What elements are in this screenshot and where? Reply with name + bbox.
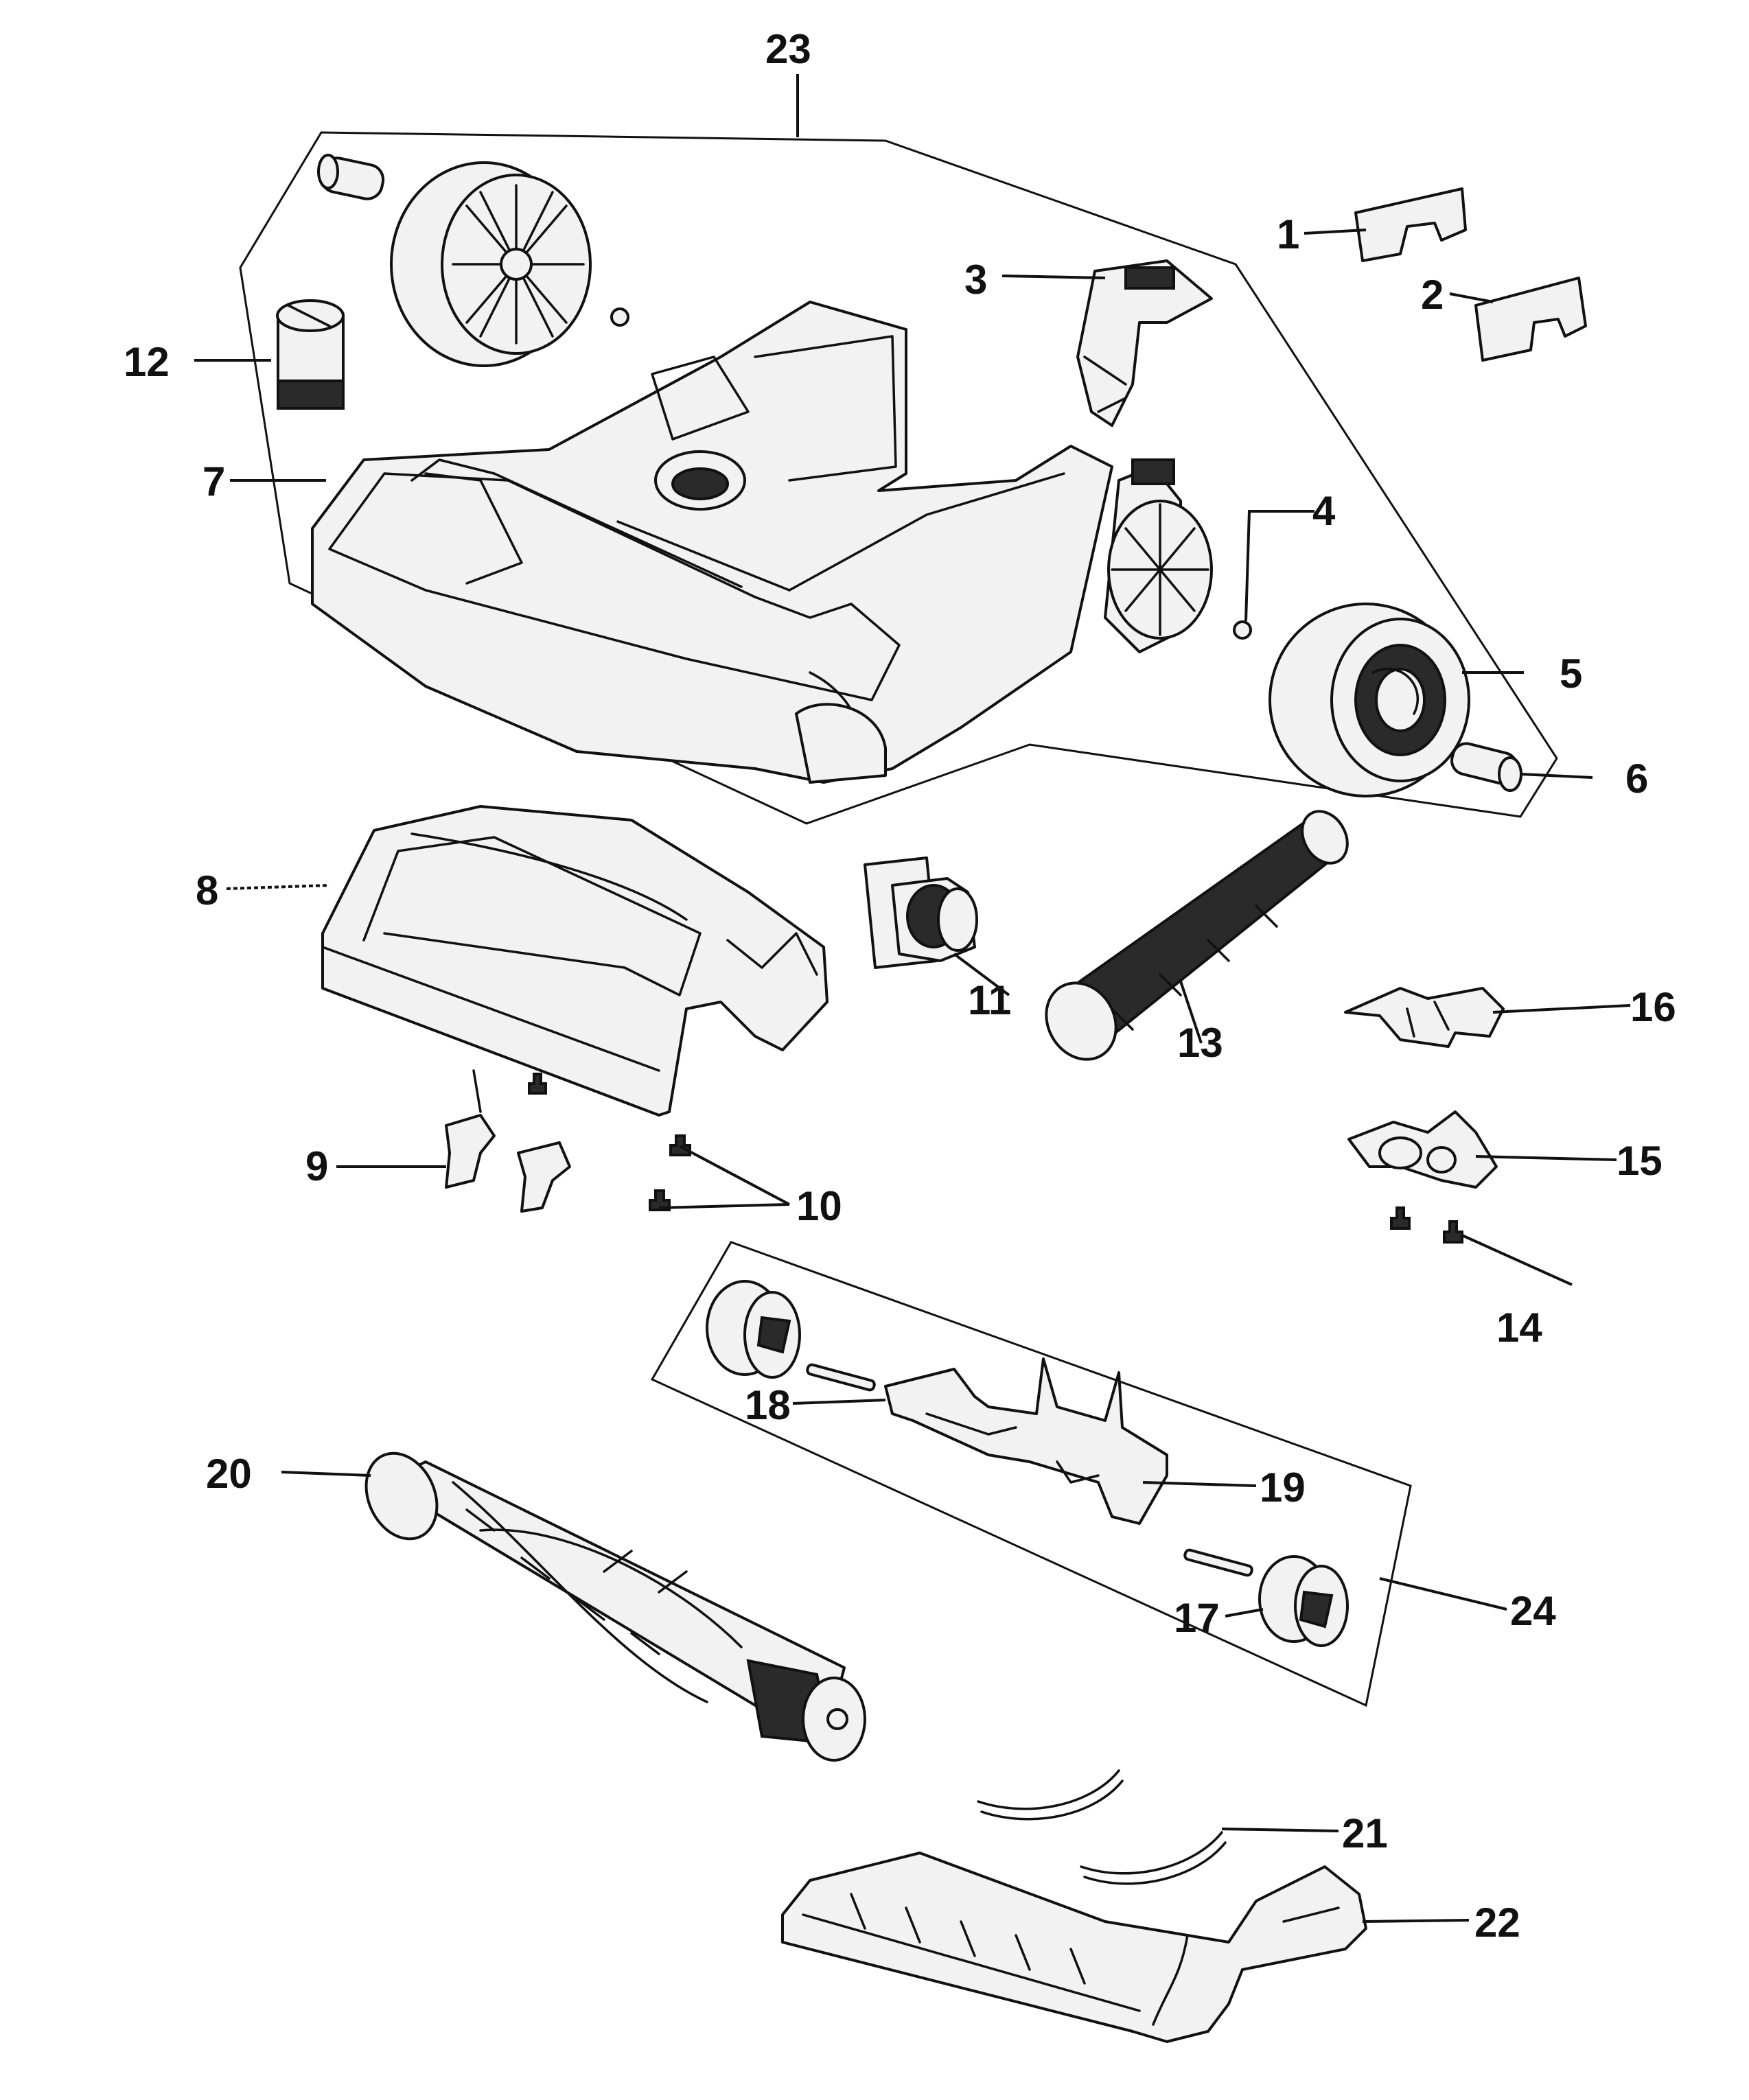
part-13-hose [1045,810,1349,1061]
part-11-adapter [864,856,978,969]
callout-1: 1 [1277,211,1299,257]
assembly-24-boundary [650,1241,1412,1707]
callout-19: 19 [1260,1465,1306,1510]
callout-11: 11 [968,977,1011,1023]
callout-13: 13 [1177,1020,1223,1066]
hood-screw [528,1073,547,1095]
leader-lines [194,229,1631,1923]
part-16-bracket [1344,987,1505,1048]
callout-17: 17 [1174,1595,1220,1641]
part-14-screws [1390,1206,1463,1244]
callout-5: 5 [1560,651,1582,697]
callout-10: 10 [796,1183,842,1229]
callout-24: 24 [1510,1588,1556,1634]
callout-4: 4 [1312,488,1336,534]
part-5-wheel [1269,603,1470,797]
part-12-cylinder [276,299,345,410]
part-6-axle-pin [1450,742,1522,792]
part-1-clip [1354,187,1467,262]
part-9-clips [445,1114,571,1213]
callout-16: 16 [1630,984,1676,1030]
right-axle-hub [1104,458,1213,653]
part-24-end-cap-left [706,1280,801,1379]
callout-3: 3 [964,257,987,303]
callout-18: 18 [745,1382,791,1428]
part-22-base-plate [781,1852,1367,2043]
part-17-pin [1183,1548,1253,1577]
callout-7: 7 [202,458,225,504]
part-7-nozzle-base [311,301,1113,784]
part-3-latch [1076,259,1213,427]
callout-12: 12 [124,339,170,385]
callout-21: 21 [1342,1810,1388,1856]
callout-23: 23 [765,26,811,72]
callout-9: 9 [305,1143,328,1189]
part-8-hood [321,805,829,1117]
part-19-holder [884,1357,1168,1525]
callout-8: 8 [196,867,218,913]
callout-14: 14 [1496,1305,1542,1351]
part-15-bracket [1347,1110,1498,1189]
part-20-brush-roll [364,1451,866,1762]
rear-wheel-left [390,161,629,367]
axle-pin-top [317,154,385,200]
part-24-end-cap-right [1258,1555,1349,1647]
part-21-springs [977,1769,1227,1885]
assembly-23-boundary [239,131,1558,825]
callout-6: 6 [1625,756,1648,802]
part-18-pin [806,1363,876,1392]
part-2-clip [1474,277,1587,362]
part-4-ring [1233,620,1252,640]
callout-20: 20 [206,1451,252,1497]
callout-22: 22 [1474,1900,1520,1946]
callout-15: 15 [1617,1138,1663,1184]
callout-2: 2 [1421,272,1444,318]
